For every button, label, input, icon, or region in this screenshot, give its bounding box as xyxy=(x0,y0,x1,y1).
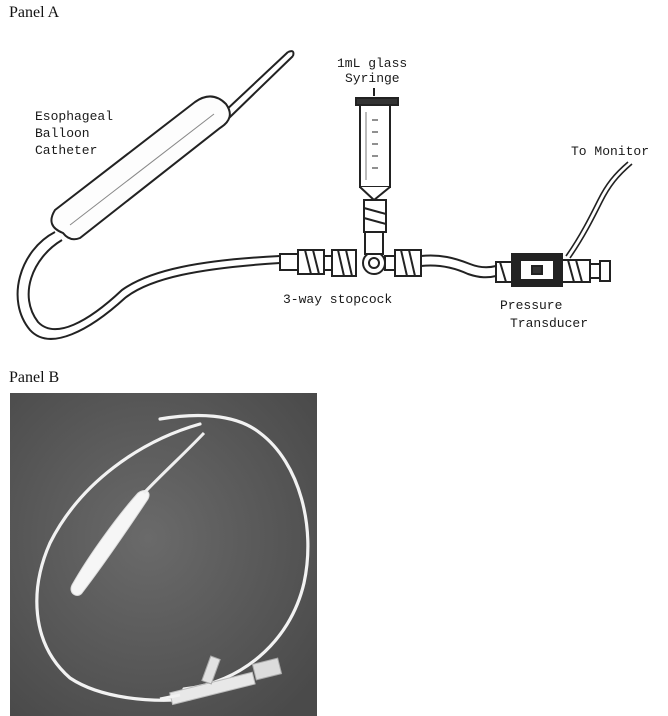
catheter-label-line1: Esophageal xyxy=(35,109,113,124)
three-way-stopcock xyxy=(324,232,421,276)
syringe-label-line2: Syringe xyxy=(345,71,400,86)
glass-syringe xyxy=(356,88,398,232)
panel-b-photo xyxy=(10,393,317,716)
monitor-label: To Monitor xyxy=(571,144,649,159)
transducer-label-line2: Transducer xyxy=(510,316,588,331)
transducer-tubing xyxy=(421,255,496,277)
catheter-label-line2: Balloon xyxy=(35,126,90,141)
transducer-label-line1: Pressure xyxy=(500,298,562,313)
pressure-transducer xyxy=(496,254,610,286)
monitor-wire xyxy=(566,162,632,258)
stopcock-label: 3-way stopcock xyxy=(283,292,392,307)
catheter-tip xyxy=(223,51,293,118)
syringe-label-line1: 1mL glass xyxy=(337,56,407,71)
stopcock-connector xyxy=(280,250,324,274)
panel-b-label: Panel B xyxy=(9,369,59,387)
catheter-tubing xyxy=(18,232,280,339)
panel-a-diagram: 1mL glass Syringe Esophageal Balloon Cat… xyxy=(0,0,668,365)
catheter-label-line3: Catheter xyxy=(35,143,97,158)
